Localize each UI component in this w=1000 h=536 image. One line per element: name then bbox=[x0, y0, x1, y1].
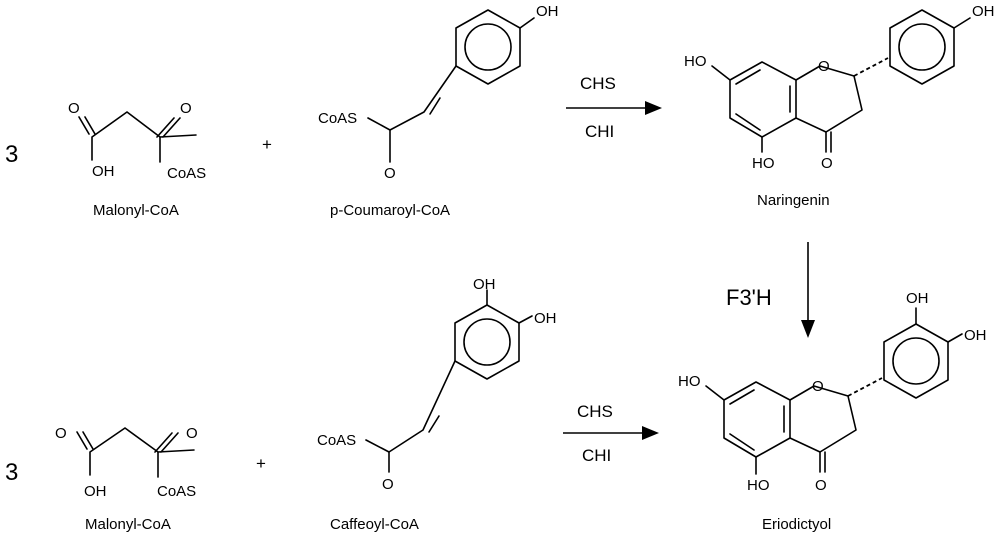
atom-ho-7: HO bbox=[678, 373, 701, 390]
enzyme-chs-2: CHS bbox=[577, 402, 613, 421]
atom-coas: CoAS bbox=[157, 483, 196, 500]
malonyl-coa-label-2: Malonyl-CoA bbox=[85, 516, 171, 533]
caffeoyl-coa-structure: OH OH CoAS O bbox=[317, 276, 557, 493]
atom-o: O bbox=[384, 165, 396, 182]
atom-o-keto: O bbox=[180, 100, 192, 117]
atom-coas: CoAS bbox=[167, 165, 206, 182]
enzyme-chi-2: CHI bbox=[582, 446, 611, 465]
atom-o-keto: O bbox=[821, 155, 833, 172]
atom-o-acid: O bbox=[55, 425, 67, 442]
atom-o-keto: O bbox=[186, 425, 198, 442]
atom-oh: OH bbox=[536, 3, 559, 20]
atom-ho-5: HO bbox=[752, 155, 775, 172]
coefficient-1: 3 bbox=[5, 141, 18, 168]
atom-o-ring: O bbox=[812, 378, 824, 395]
malonyl-coa-structure-2: O OH O CoAS bbox=[55, 425, 198, 500]
atom-o-keto: O bbox=[815, 477, 827, 494]
atom-o-acid: O bbox=[68, 100, 80, 117]
malonyl-coa-label-1: Malonyl-CoA bbox=[93, 202, 179, 219]
enzyme-chi-1: CHI bbox=[585, 122, 614, 141]
atom-oh-4prime: OH bbox=[972, 3, 995, 20]
atom-oh: OH bbox=[84, 483, 107, 500]
atom-coas: CoAS bbox=[318, 110, 357, 127]
plus-sign-2: + bbox=[256, 454, 266, 473]
atom-ho-5: HO bbox=[747, 477, 770, 494]
atom-oh-3prime: OH bbox=[906, 290, 929, 307]
atom-oh-4: OH bbox=[534, 310, 557, 327]
reaction-arrow-1 bbox=[566, 101, 662, 115]
plus-sign-1: + bbox=[262, 135, 272, 154]
eriodictyol-structure: HO O OH OH HO O bbox=[678, 290, 987, 494]
naringenin-structure: HO O OH HO O bbox=[684, 3, 995, 172]
p-coumaroyl-coa-structure: OH CoAS O bbox=[318, 3, 559, 182]
enzyme-f3h: F3'H bbox=[726, 285, 772, 310]
atom-oh-4prime: OH bbox=[964, 327, 987, 344]
p-coumaroyl-coa-label: p-Coumaroyl-CoA bbox=[330, 202, 450, 219]
atom-o: O bbox=[382, 476, 394, 493]
malonyl-coa-structure-1: O OH O CoAS bbox=[68, 100, 206, 182]
eriodictyol-label: Eriodictyol bbox=[762, 516, 831, 533]
atom-oh: OH bbox=[92, 163, 115, 180]
enzyme-chs-1: CHS bbox=[580, 74, 616, 93]
reaction-arrow-2 bbox=[563, 426, 659, 440]
coefficient-2: 3 bbox=[5, 459, 18, 486]
atom-ho-7: HO bbox=[684, 53, 707, 70]
naringenin-label: Naringenin bbox=[757, 192, 830, 209]
atom-oh-3: OH bbox=[473, 276, 496, 293]
atom-coas: CoAS bbox=[317, 432, 356, 449]
conversion-arrow bbox=[801, 242, 815, 338]
caffeoyl-coa-label: Caffeoyl-CoA bbox=[330, 516, 419, 533]
atom-o-ring: O bbox=[818, 58, 830, 75]
